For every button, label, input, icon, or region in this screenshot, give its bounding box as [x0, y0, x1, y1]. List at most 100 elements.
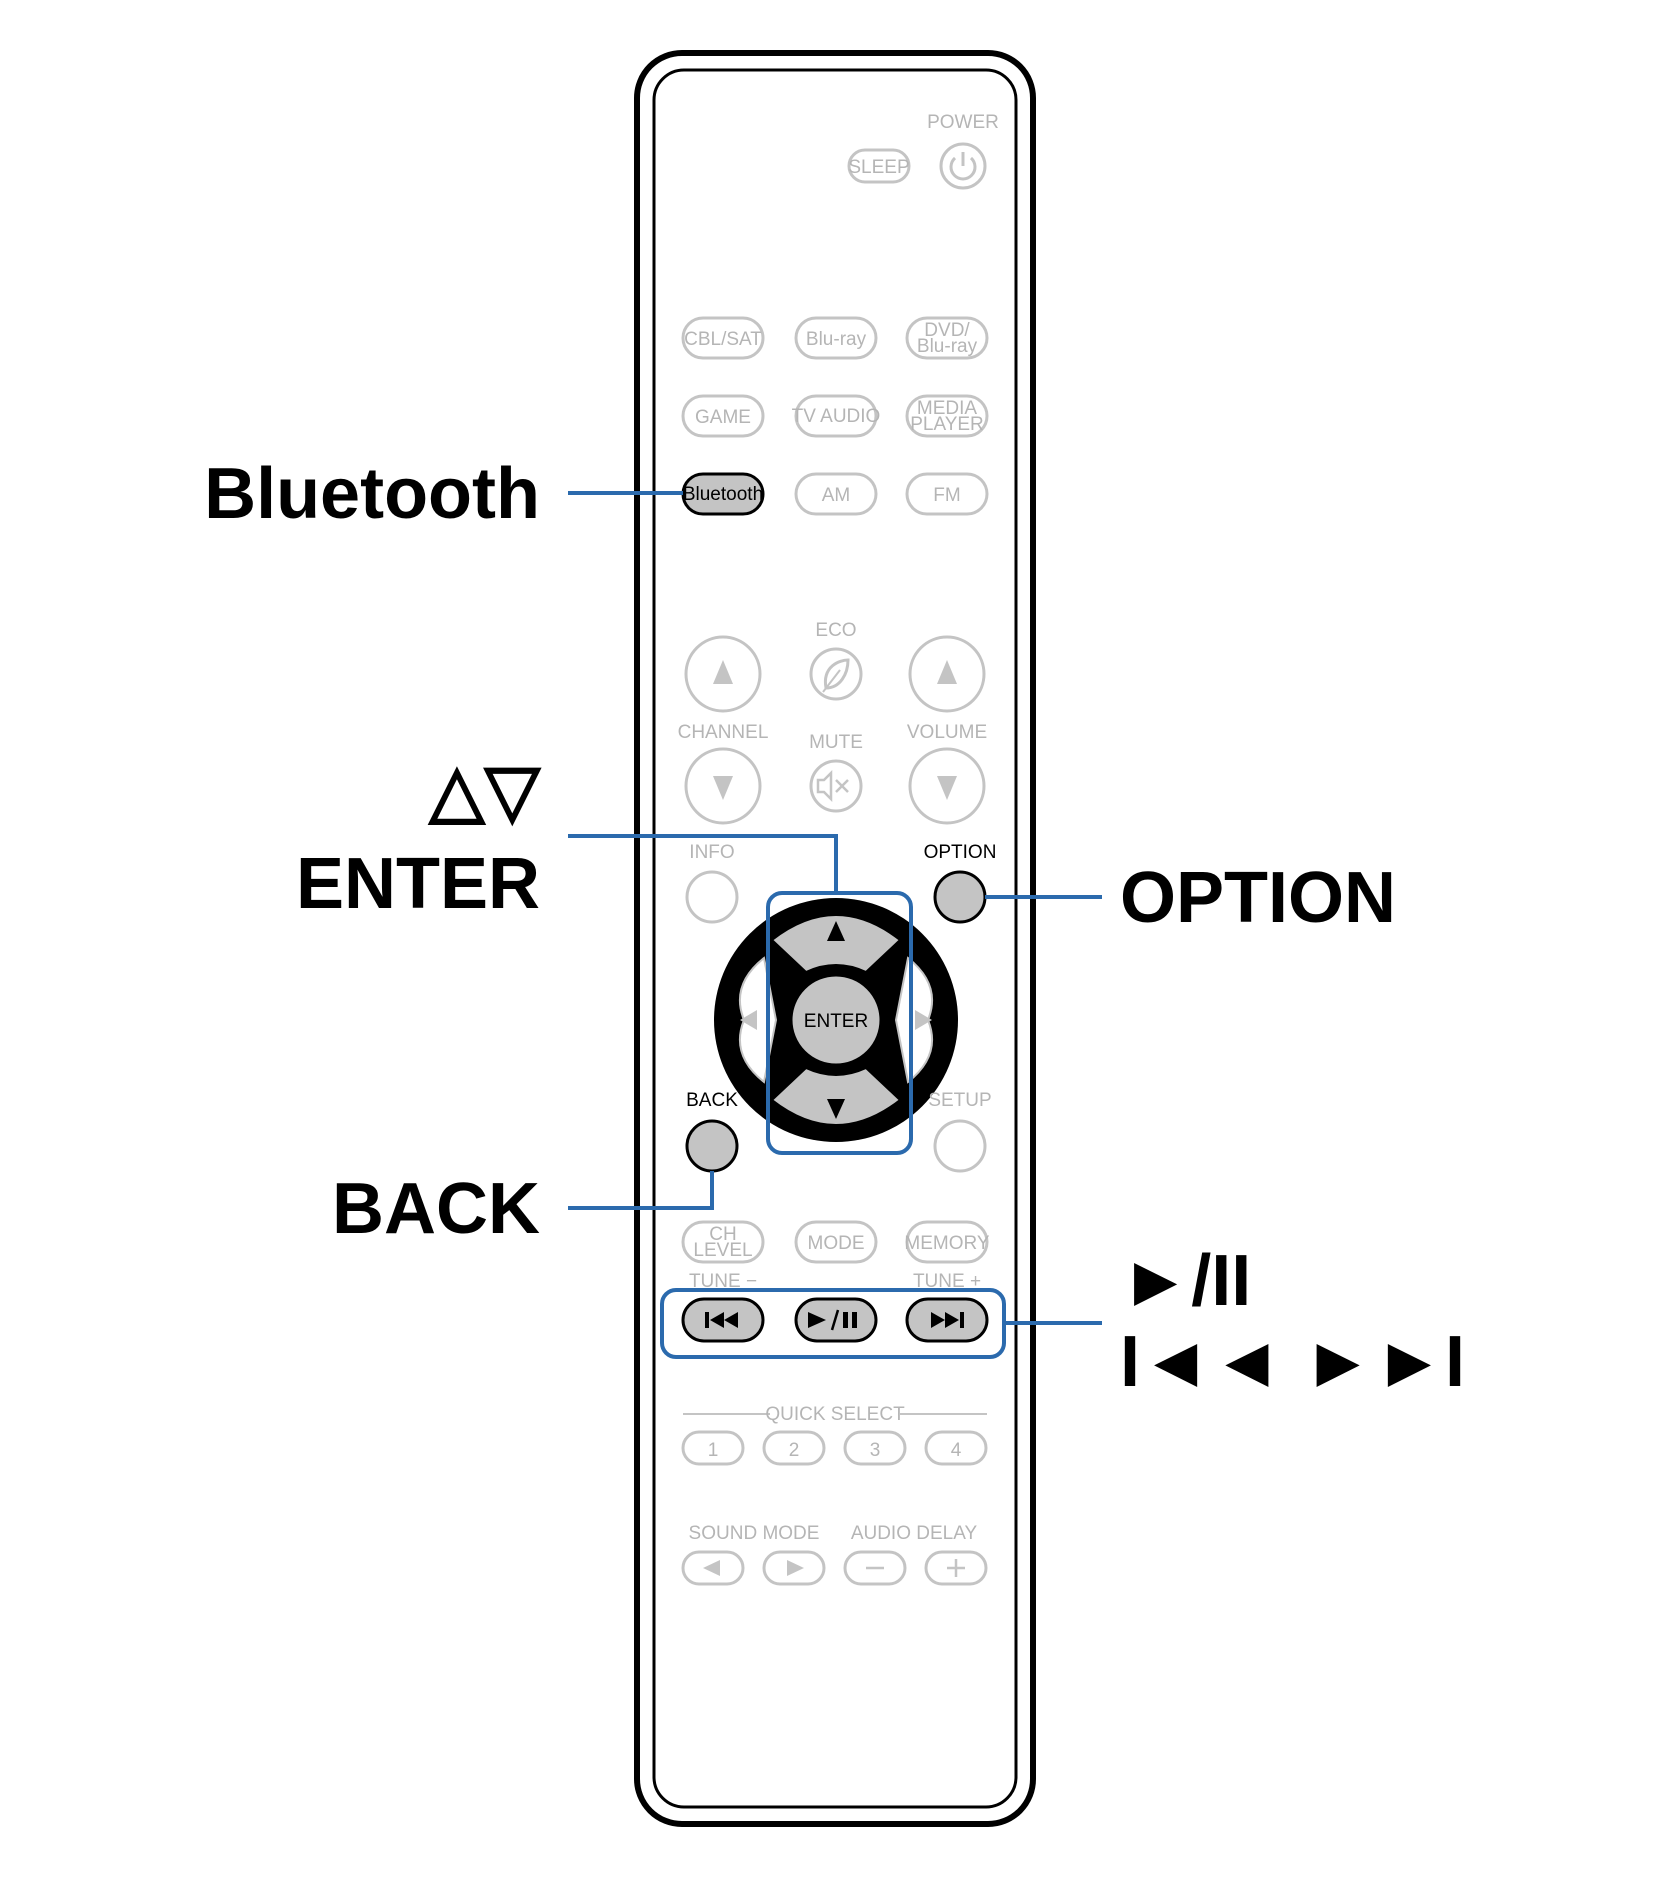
- tv-audio-label: TV AUDIO: [792, 406, 881, 427]
- cursor-right-button[interactable]: [894, 956, 933, 1084]
- audio-delay-minus-button[interactable]: [843, 1550, 907, 1586]
- skip-back-icon: [705, 1312, 738, 1328]
- enter-button-label: ENTER: [804, 1011, 868, 1032]
- cbl-sat-button[interactable]: CBL/SAT: [681, 316, 765, 360]
- volume-up-button[interactable]: [908, 635, 986, 713]
- triangle-up-icon: [713, 660, 733, 684]
- enter-callout: ENTER: [296, 844, 540, 924]
- speaker-mute-icon: [816, 769, 849, 803]
- info-label: INFO: [689, 842, 734, 863]
- am-label: AM: [822, 485, 851, 506]
- leaf-icon: [822, 658, 850, 693]
- bluetooth-label: Bluetooth: [683, 484, 763, 505]
- cursor-up-button[interactable]: [770, 914, 902, 974]
- play-pause-callout: ►/II: [1120, 1241, 1251, 1321]
- cursor-enter-highlight: [766, 891, 913, 1155]
- dvd-bluray-button[interactable]: DVD/ Blu-ray: [905, 316, 989, 360]
- mute-label: MUTE: [809, 732, 863, 753]
- quick-select-3-button[interactable]: 3: [843, 1430, 907, 1466]
- enter-leader: [568, 834, 838, 893]
- info-button[interactable]: [685, 870, 739, 924]
- triangle-down-icon: [937, 776, 957, 800]
- sound-mode-label: SOUND MODE: [689, 1523, 820, 1544]
- quick-select-4-button[interactable]: 4: [924, 1430, 988, 1466]
- quick-select-1-button[interactable]: 1: [681, 1430, 745, 1466]
- tv-audio-button[interactable]: TV AUDIO: [792, 394, 881, 438]
- channel-up-button[interactable]: [684, 635, 762, 713]
- volume-down-button[interactable]: [908, 747, 986, 825]
- game-button[interactable]: GAME: [681, 394, 765, 438]
- triangle-left-icon: [703, 1560, 720, 1576]
- quick-select-label: QUICK SELECT: [765, 1404, 905, 1425]
- enter-button[interactable]: ENTER: [789, 973, 883, 1067]
- mode-label: MODE: [808, 1233, 865, 1254]
- back-label: BACK: [686, 1090, 738, 1111]
- bluetooth-button[interactable]: Bluetooth: [681, 472, 765, 516]
- sleep-button[interactable]: SLEEP: [847, 148, 911, 184]
- audio-delay-plus-button[interactable]: [924, 1550, 988, 1586]
- memory-label: MEMORY: [904, 1233, 989, 1254]
- skip-forward-button[interactable]: [905, 1297, 989, 1343]
- fm-button[interactable]: FM: [905, 472, 989, 516]
- play-pause-icon: [808, 1309, 857, 1331]
- media-label-line1: MEDIA: [917, 398, 978, 419]
- triangle-down-icon: [713, 776, 733, 800]
- triangle-up-icon: [937, 660, 957, 684]
- triangle-right-icon: [787, 1560, 804, 1576]
- skip-callout: I◄◄ ►►I: [1120, 1322, 1465, 1402]
- dvd-label-line1: DVD/: [924, 320, 970, 341]
- power-button[interactable]: [939, 142, 987, 190]
- eco-label: ECO: [815, 620, 856, 641]
- tune-minus-label: TUNE −: [689, 1271, 757, 1292]
- back-callout: BACK: [332, 1169, 540, 1249]
- plus-icon: [947, 1559, 965, 1577]
- option-label: OPTION: [924, 842, 997, 863]
- triangle-up-icon: [827, 921, 845, 941]
- sound-mode-right-button[interactable]: [762, 1550, 826, 1586]
- channel-down-button[interactable]: [684, 747, 762, 825]
- option-button[interactable]: [933, 870, 987, 924]
- bluetooth-callout: Bluetooth: [204, 454, 540, 534]
- quick-select-1-label: 1: [708, 1440, 719, 1461]
- cursor-down-button[interactable]: [770, 1066, 902, 1126]
- am-button[interactable]: AM: [794, 472, 878, 516]
- cbl-sat-label: CBL/SAT: [684, 329, 762, 350]
- volume-label: VOLUME: [907, 722, 987, 743]
- mute-button[interactable]: [809, 759, 863, 813]
- ch-level-label-line2: LEVEL: [693, 1240, 752, 1261]
- channel-label: CHANNEL: [678, 722, 769, 743]
- tune-plus-label: TUNE +: [913, 1271, 981, 1292]
- memory-button[interactable]: MEMORY: [904, 1220, 990, 1264]
- power-icon: [949, 152, 977, 181]
- play-pause-button[interactable]: [794, 1297, 878, 1343]
- leader-lines: [568, 491, 1102, 1359]
- quick-select-3-label: 3: [870, 1440, 881, 1461]
- media-label-line2: PLAYER: [910, 414, 984, 435]
- setup-button[interactable]: [933, 1119, 987, 1173]
- eco-button[interactable]: [809, 647, 863, 701]
- sound-mode-left-button[interactable]: [681, 1550, 745, 1586]
- dvd-label-line2: Blu-ray: [917, 336, 978, 357]
- navigation-pad: ENTER: [714, 898, 958, 1142]
- back-button[interactable]: [685, 1119, 739, 1173]
- game-label: GAME: [695, 407, 751, 428]
- sleep-label: SLEEP: [848, 157, 909, 178]
- quick-select-2-button[interactable]: 2: [762, 1430, 826, 1466]
- ch-level-label-line1: CH: [709, 1224, 736, 1245]
- skip-back-button[interactable]: [681, 1297, 765, 1343]
- quick-select-2-label: 2: [789, 1440, 800, 1461]
- skip-forward-icon: [931, 1312, 964, 1328]
- bluray-label: Blu-ray: [806, 329, 867, 350]
- audio-delay-label: AUDIO DELAY: [851, 1523, 978, 1544]
- bluray-button[interactable]: Blu-ray: [794, 316, 878, 360]
- mode-button[interactable]: MODE: [794, 1220, 878, 1264]
- ch-level-button[interactable]: CH LEVEL: [681, 1220, 765, 1264]
- quick-select-4-label: 4: [951, 1440, 962, 1461]
- media-player-button[interactable]: MEDIA PLAYER: [905, 394, 989, 438]
- fm-label: FM: [933, 485, 960, 506]
- back-leader: [568, 1171, 714, 1210]
- setup-label: SETUP: [928, 1090, 991, 1111]
- power-label: POWER: [927, 112, 999, 133]
- triangle-left-icon: [740, 1010, 757, 1030]
